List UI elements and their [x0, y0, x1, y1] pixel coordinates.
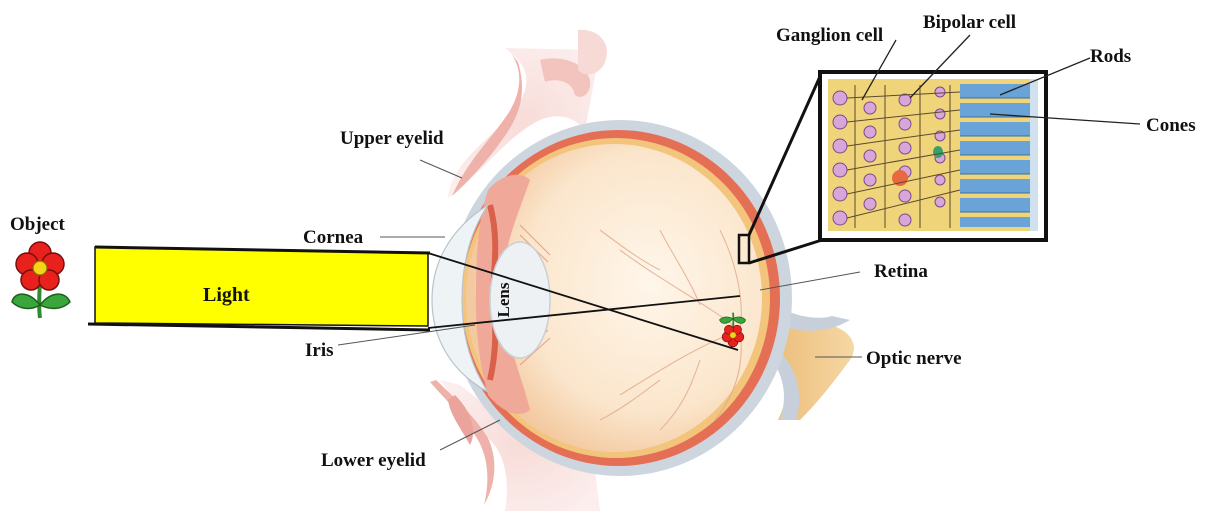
lower-eyelid-label: Lower eyelid	[321, 450, 426, 471]
upper-eyelid-label: Upper eyelid	[340, 128, 444, 149]
light-label: Light	[203, 284, 250, 306]
object-label: Object	[10, 214, 66, 235]
lens-label: Lens	[494, 282, 513, 317]
upper-eyelid-leader	[420, 160, 462, 178]
retina-label: Retina	[874, 261, 928, 282]
rods-label: Rods	[1090, 46, 1131, 67]
bipolar-cell-label: Bipolar cell	[923, 12, 1016, 33]
light-beam	[95, 247, 428, 326]
optic-nerve-label: Optic nerve	[866, 348, 962, 369]
retina-cell-inset	[820, 72, 1046, 240]
object-flower-icon	[12, 242, 70, 318]
ganglion-cell-label: Ganglion cell	[776, 25, 883, 46]
zoom-line-top	[749, 72, 822, 235]
cones-label: Cones	[1146, 115, 1196, 136]
cornea-label: Cornea	[303, 227, 364, 248]
iris-label: Iris	[305, 340, 334, 361]
